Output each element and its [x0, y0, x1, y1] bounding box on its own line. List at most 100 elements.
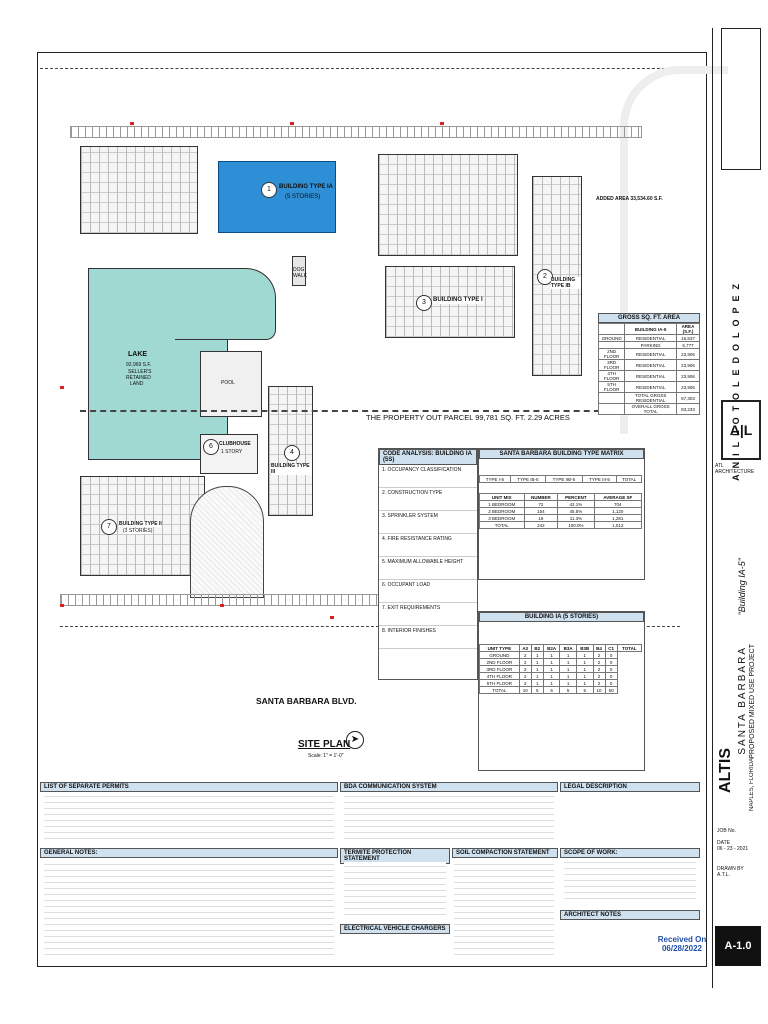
- entry-drive: [190, 486, 264, 598]
- code-item: 4. FIRE RESISTANCE RATING: [379, 534, 477, 557]
- table-cell: 1: [559, 672, 577, 680]
- permits-body: [44, 796, 334, 842]
- building-ia-stories: (5 STORIES): [285, 194, 321, 200]
- building-type-ii[interactable]: 7 BUILDING TYPE II (3 STORIES): [80, 476, 205, 576]
- north-boundary: [40, 68, 690, 69]
- clubhouse-number: 6: [203, 439, 219, 455]
- table-cell: 3 BEDROOM: [479, 514, 525, 522]
- table-cell: 1: [530, 679, 544, 687]
- table-cell: 0: [604, 658, 618, 666]
- table-cell: TOTAL: [479, 686, 520, 694]
- table-cell: 1,120: [593, 507, 643, 515]
- scope-body: [564, 862, 696, 902]
- table-cell: B3B: [575, 644, 594, 652]
- added-area-label: ADDED AREA 33,534.60 S.F.: [596, 196, 663, 202]
- drawn-value: A.T.L.: [717, 872, 730, 878]
- table-cell: 5TH FLOOR: [597, 381, 626, 393]
- pool-label: POOL: [221, 380, 235, 386]
- table-cell: 1: [575, 672, 594, 680]
- ev-heading: ELECTRICAL VEHICLE CHARGERS: [340, 924, 450, 934]
- soil-body: [454, 862, 554, 958]
- table-cell: 23,906: [675, 359, 701, 371]
- table-cell: UNIT TYPE: [479, 644, 520, 652]
- table-cell: 42.1%: [557, 500, 595, 508]
- building-type-i[interactable]: 3 BUILDING TYPE I: [385, 266, 515, 338]
- table-cell: 1 BEDROOM: [479, 500, 525, 508]
- clubhouse-label: CLUBHOUSE: [219, 441, 251, 447]
- table-cell: 16,537: [675, 334, 701, 342]
- table-cell: [597, 323, 626, 335]
- building-type-ia[interactable]: 1 BUILDING TYPE IA (5 STORIES): [218, 161, 336, 233]
- code-item: 8. INTERIOR FINISHES: [379, 626, 477, 649]
- parking-row-south: [60, 594, 392, 606]
- table-cell: 4TH FLOOR: [479, 672, 520, 680]
- building-type-i-north: [378, 154, 518, 256]
- architect-notes-heading: ARCHITECT NOTES: [560, 910, 700, 920]
- scope-heading: SCOPE OF WORK:: [560, 848, 700, 858]
- table-cell: C1: [604, 644, 618, 652]
- building-type-ib[interactable]: 2 BUILDING TYPE IB: [532, 176, 582, 376]
- notes-area: LIST OF SEPARATE PERMITS BDA COMMUNICATI…: [40, 782, 705, 962]
- table-cell: 704: [593, 500, 643, 508]
- lake-note-1: SELLER'S: [128, 369, 152, 375]
- table-cell: 2: [592, 658, 606, 666]
- site-marker: [330, 616, 334, 619]
- site-marker: [60, 604, 64, 607]
- firm-logo: [721, 28, 761, 170]
- table-cell: 1: [559, 679, 577, 687]
- table-cell: 10: [518, 686, 532, 694]
- table-cell: 5: [542, 686, 561, 694]
- table-cell: 11.3%: [557, 514, 595, 522]
- code-item: 6. OCCUPANT LOAD: [379, 580, 477, 603]
- table-cell: 1: [542, 651, 561, 659]
- site-marker: [60, 386, 64, 389]
- project-place: SANTA BARBARA: [737, 646, 748, 755]
- table-cell: TYPE IIB-5: [544, 475, 583, 483]
- gross-area-title: GROSS SQ. FT. AREA: [598, 313, 700, 323]
- table-cell: TOTAL GROSS RESIDENTIAL: [624, 392, 677, 404]
- table-cell: 0: [604, 665, 618, 673]
- table-cell: [597, 341, 626, 349]
- drawn-label: DRAWN BY: [717, 866, 744, 872]
- table-cell: [597, 392, 626, 404]
- table-cell: 2: [592, 651, 606, 659]
- building-ia-number: 1: [261, 182, 277, 198]
- date-label: DATE: [717, 840, 730, 846]
- lake-note-2: RETAINED: [126, 375, 151, 381]
- table-cell: TOTAL: [616, 644, 643, 652]
- table-cell: 45.5%: [557, 507, 595, 515]
- table-cell: 0: [604, 679, 618, 687]
- table-cell: RESIDENTIAL: [624, 334, 677, 342]
- table-cell: A3: [518, 644, 532, 652]
- parcel-label: THE PROPERTY OUT PARCEL 99,781 SQ. FT. 2…: [366, 413, 570, 422]
- table-cell: 0: [604, 672, 618, 680]
- parking-row-north: [70, 126, 642, 138]
- east-road-curve: [620, 66, 728, 434]
- table-cell: 1: [530, 665, 544, 673]
- building-ia-table-title: BUILDING IA (5 STORIES): [479, 612, 644, 622]
- bda-heading: BDA COMMUNICATION SYSTEM: [340, 782, 558, 792]
- code-analysis: CODE ANALYSIS: BUILDING IA (5S) 1. OCCUP…: [378, 448, 478, 680]
- pool-deck: POOL: [200, 351, 262, 417]
- building-northwest: [80, 146, 198, 234]
- clubhouse[interactable]: 6 CLUBHOUSE 1 STORY: [200, 434, 258, 474]
- table-cell: 1: [542, 658, 561, 666]
- table-cell: 1: [559, 651, 577, 659]
- table-cell: 23,906: [675, 370, 701, 382]
- building-ii-label: BUILDING TYPE II: [119, 521, 162, 527]
- lake-title: LAKE: [128, 351, 148, 358]
- site-marker: [130, 122, 134, 125]
- table-cell: B2A: [542, 644, 561, 652]
- table-cell: 2 BEDROOM: [479, 507, 525, 515]
- received-date: 06/28/2022: [661, 944, 703, 953]
- table-cell: 100.0%: [557, 521, 595, 529]
- building-type-iii[interactable]: 4 BUILDING TYPE III: [268, 386, 313, 516]
- code-item: 2. CONSTRUCTION TYPE: [379, 488, 477, 511]
